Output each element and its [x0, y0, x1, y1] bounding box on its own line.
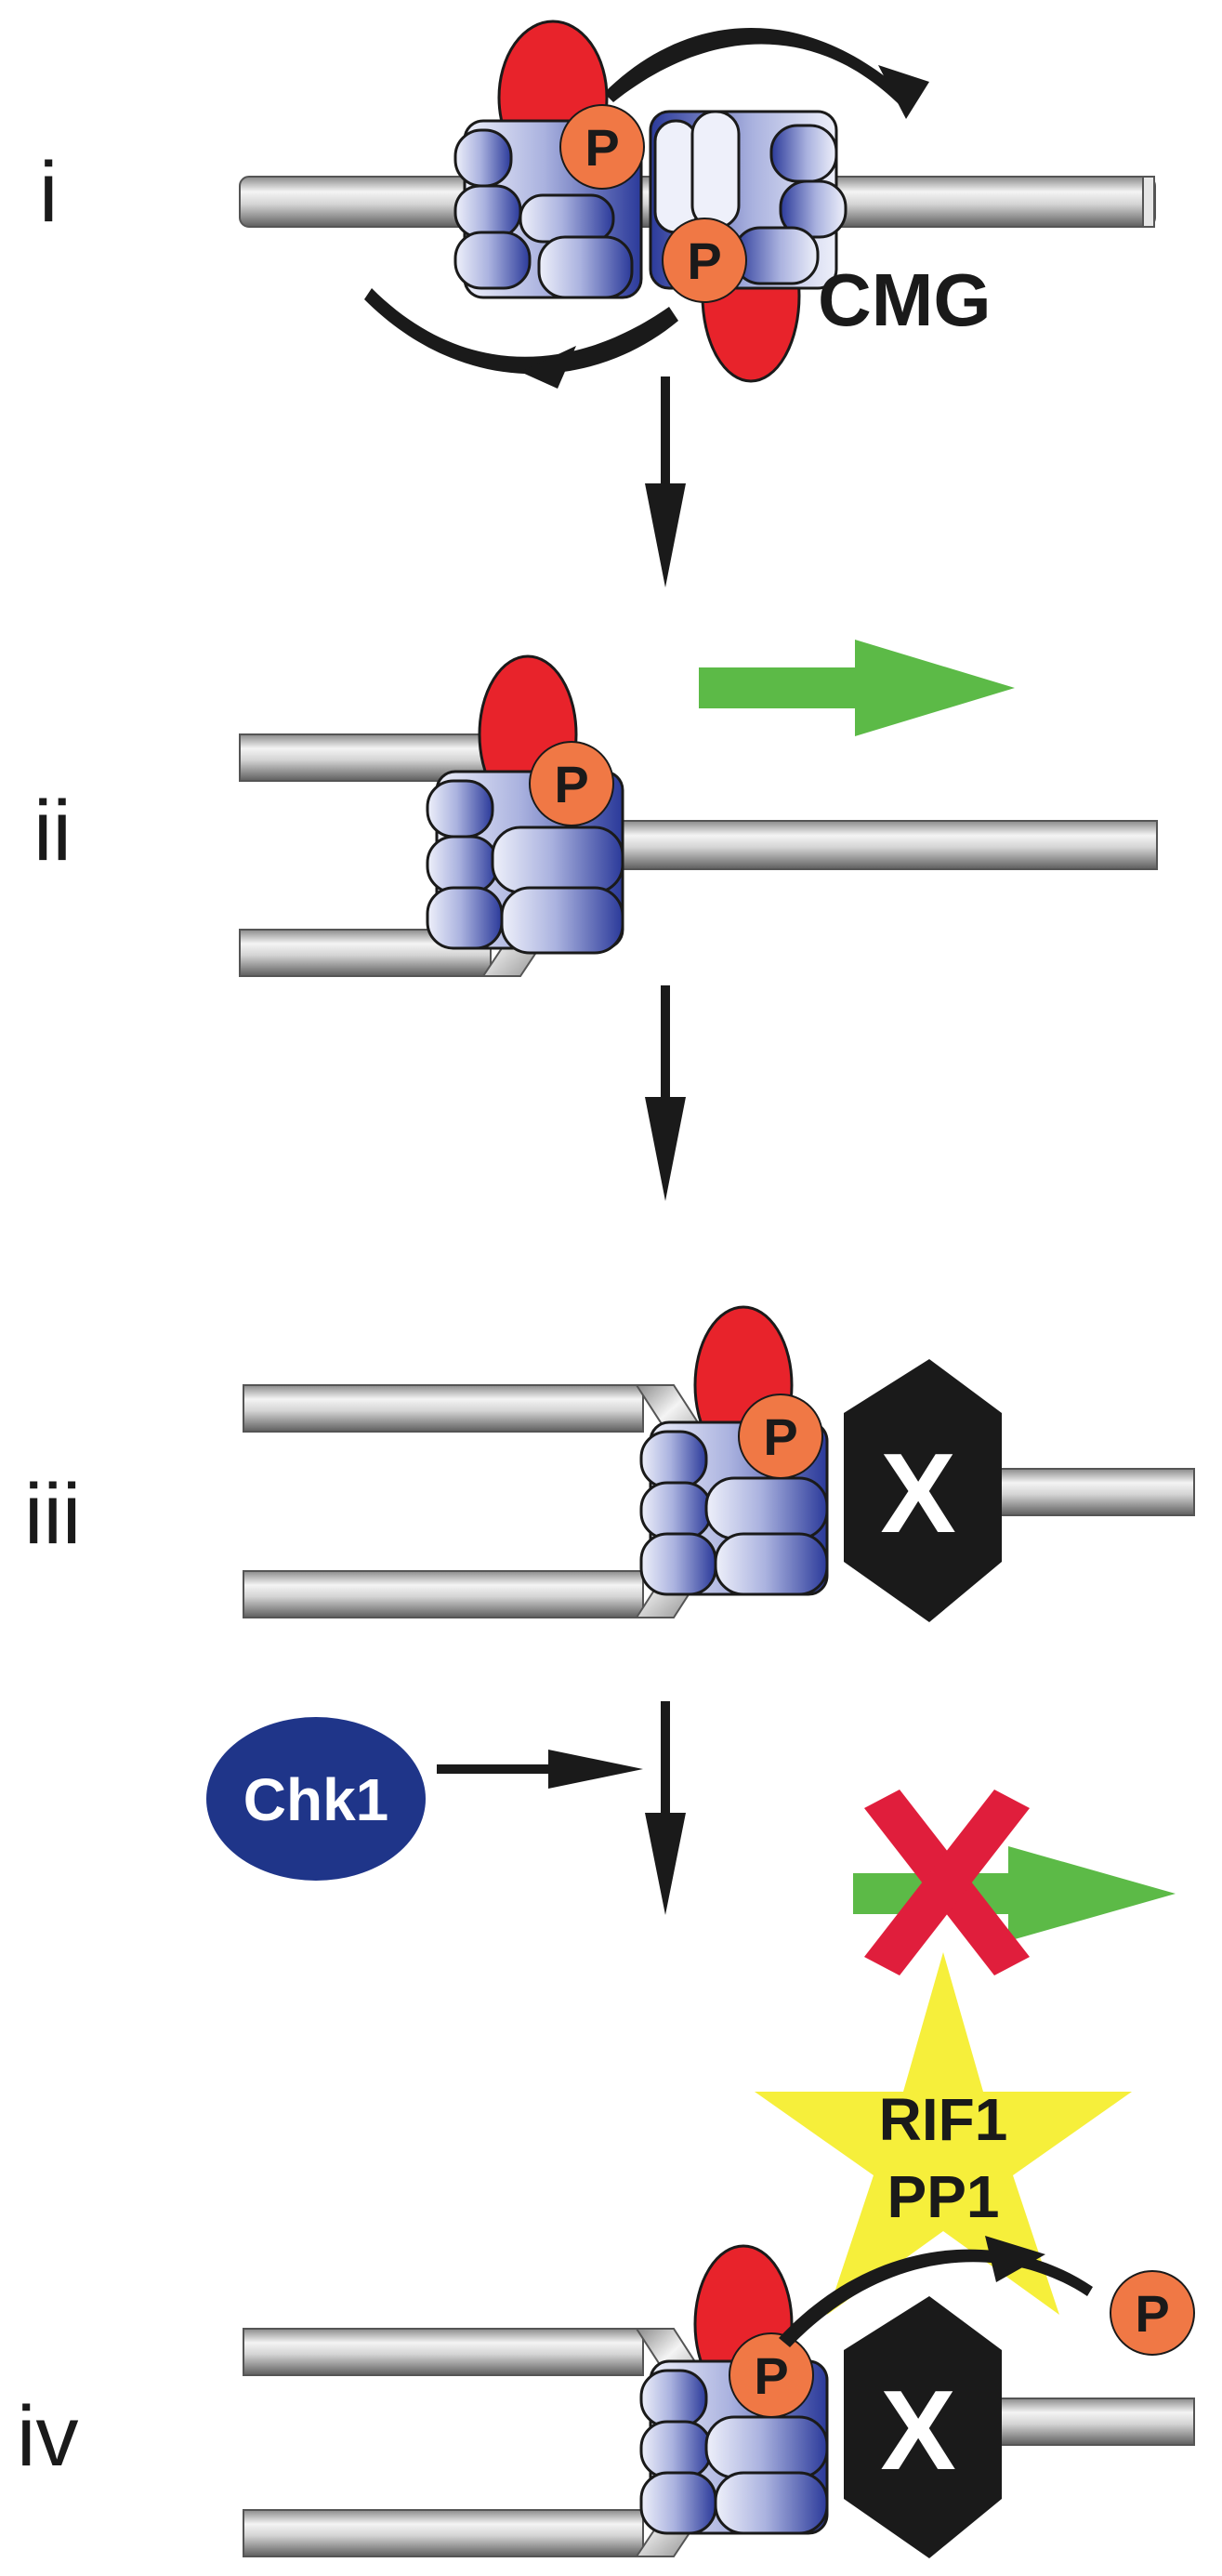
progression-arrow-icon	[645, 985, 686, 1201]
phosphate-circle-icon: P	[559, 104, 645, 190]
obstacle-hexagon-icon: X	[844, 2296, 1002, 2558]
phosphate-label: P	[763, 1407, 797, 1466]
step-numeral-iii: iii	[24, 1467, 81, 1562]
phosphate-label: P	[754, 2346, 788, 2405]
star-label-pp1: PP1	[887, 2163, 1000, 2230]
obstacle-label: X	[880, 2367, 955, 2493]
cmg-label: CMG	[818, 258, 992, 341]
obstacle-hexagon-icon: X	[844, 1359, 1002, 1622]
progression-arrow-icon	[645, 1701, 686, 1915]
rotation-arrow-top-head-icon	[878, 65, 929, 119]
phosphate-label: P	[1135, 2284, 1169, 2343]
phosphate-label: P	[687, 231, 721, 290]
step-numeral-ii: ii	[33, 784, 72, 878]
star-label-rif1: RIF1	[879, 2086, 1008, 2153]
rotation-arrow-top-icon	[604, 28, 915, 112]
block-cross-icon	[864, 1790, 1030, 1975]
released-phosphate-circle-icon: P	[1110, 2270, 1195, 2356]
obstacle-label: X	[880, 1430, 955, 1556]
rotation-arrow-bottom-head-icon	[520, 346, 576, 389]
star-badge-icon: RIF1 PP1	[755, 1952, 1132, 2315]
phosphate-circle-icon: P	[729, 2332, 814, 2418]
phosphate-label: P	[554, 755, 588, 813]
step-numeral-iv: iv	[17, 2389, 78, 2484]
dephosphorylation-arrow-icon	[779, 2249, 1093, 2347]
phosphate-circle-icon: P	[738, 1394, 823, 1479]
progression-arrow-icon	[645, 376, 686, 588]
phosphate-circle-icon: P	[662, 218, 747, 303]
chk1-label: Chk1	[243, 1766, 389, 1833]
chk1-input-arrow-icon	[437, 1750, 643, 1789]
phosphate-circle-icon: P	[529, 741, 614, 826]
step-ii-replication-fork	[239, 733, 1158, 977]
forward-arrow-icon	[699, 640, 1015, 736]
step-numeral-i: i	[39, 145, 58, 240]
dephosphorylation-arrow-head-icon	[985, 2236, 1045, 2282]
rotation-arrow-bottom-icon	[364, 288, 678, 375]
phosphate-label: P	[585, 118, 619, 177]
chk1-badge: Chk1	[206, 1717, 426, 1881]
